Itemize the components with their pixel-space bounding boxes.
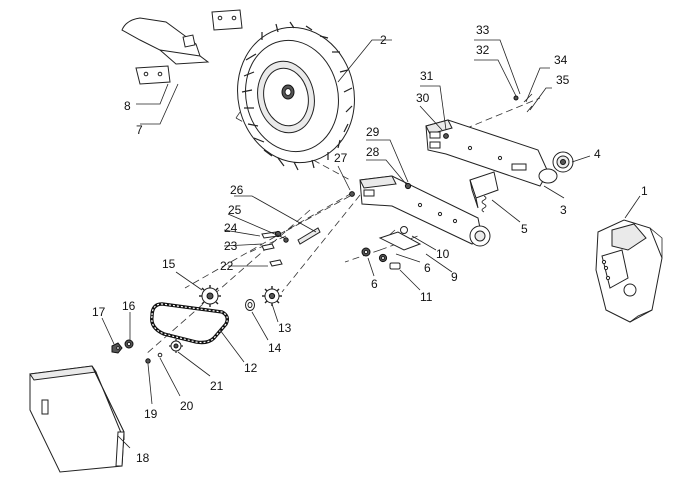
tension-arm-part (378, 226, 422, 251)
callout-3: 3 (560, 203, 567, 217)
callout-22: 22 (220, 259, 234, 273)
callout-20: 20 (180, 399, 194, 413)
sprocket-small-part (169, 339, 183, 353)
callout-14: 14 (268, 341, 282, 355)
callout-17: 17 (92, 305, 106, 319)
callout-labels: 1 2 3 4 5 6 6 7 8 9 10 11 12 13 14 15 16… (92, 23, 648, 465)
callout-21: 21 (210, 379, 224, 393)
callout-24: 24 (224, 221, 238, 235)
wheel-part (237, 21, 355, 171)
tire-lugs (241, 21, 353, 171)
callout-11: 11 (420, 290, 433, 304)
callout-6b: 6 (424, 261, 431, 275)
small-hardware (349, 93, 533, 270)
wheel-arm-part (121, 17, 210, 65)
callout-9: 9 (451, 270, 458, 284)
callout-4: 4 (594, 147, 601, 161)
callout-5: 5 (521, 222, 528, 236)
pulley-part (552, 151, 574, 173)
callout-18: 18 (136, 451, 150, 465)
callout-8: 8 (124, 99, 131, 113)
callout-26: 26 (230, 183, 244, 197)
hardware-bottom-left (111, 339, 163, 364)
callout-13: 13 (278, 321, 292, 335)
callout-7: 7 (136, 123, 143, 137)
callout-2: 2 (380, 33, 387, 47)
callout-16: 16 (122, 299, 136, 313)
callout-19: 19 (144, 407, 158, 421)
bolt-set-left (261, 227, 321, 267)
bracket-plate-part (359, 175, 491, 247)
callout-32: 32 (476, 43, 490, 57)
cover-plate-part (595, 219, 663, 323)
plate-bracket-part (135, 9, 243, 85)
guard-part (29, 365, 125, 473)
callout-30: 30 (416, 91, 430, 105)
callout-28: 28 (366, 145, 380, 159)
spring-bracket-part (469, 171, 499, 213)
callout-31: 31 (420, 69, 434, 83)
callout-1: 1 (641, 184, 648, 198)
sprocket-large-part (199, 285, 221, 307)
leader-lines (101, 39, 641, 449)
callout-34: 34 (554, 53, 568, 67)
sprocket-part (262, 286, 282, 306)
callout-27: 27 (334, 151, 348, 165)
chain-part (150, 302, 230, 345)
callout-29: 29 (366, 125, 380, 139)
callout-12: 12 (244, 361, 258, 375)
callout-23: 23 (224, 239, 238, 253)
callout-35: 35 (556, 73, 570, 87)
callout-25: 25 (228, 203, 242, 217)
washer-part (245, 299, 255, 311)
callout-10: 10 (436, 247, 450, 261)
callout-33: 33 (476, 23, 490, 37)
callout-15: 15 (162, 257, 176, 271)
callout-6a: 6 (371, 277, 378, 291)
